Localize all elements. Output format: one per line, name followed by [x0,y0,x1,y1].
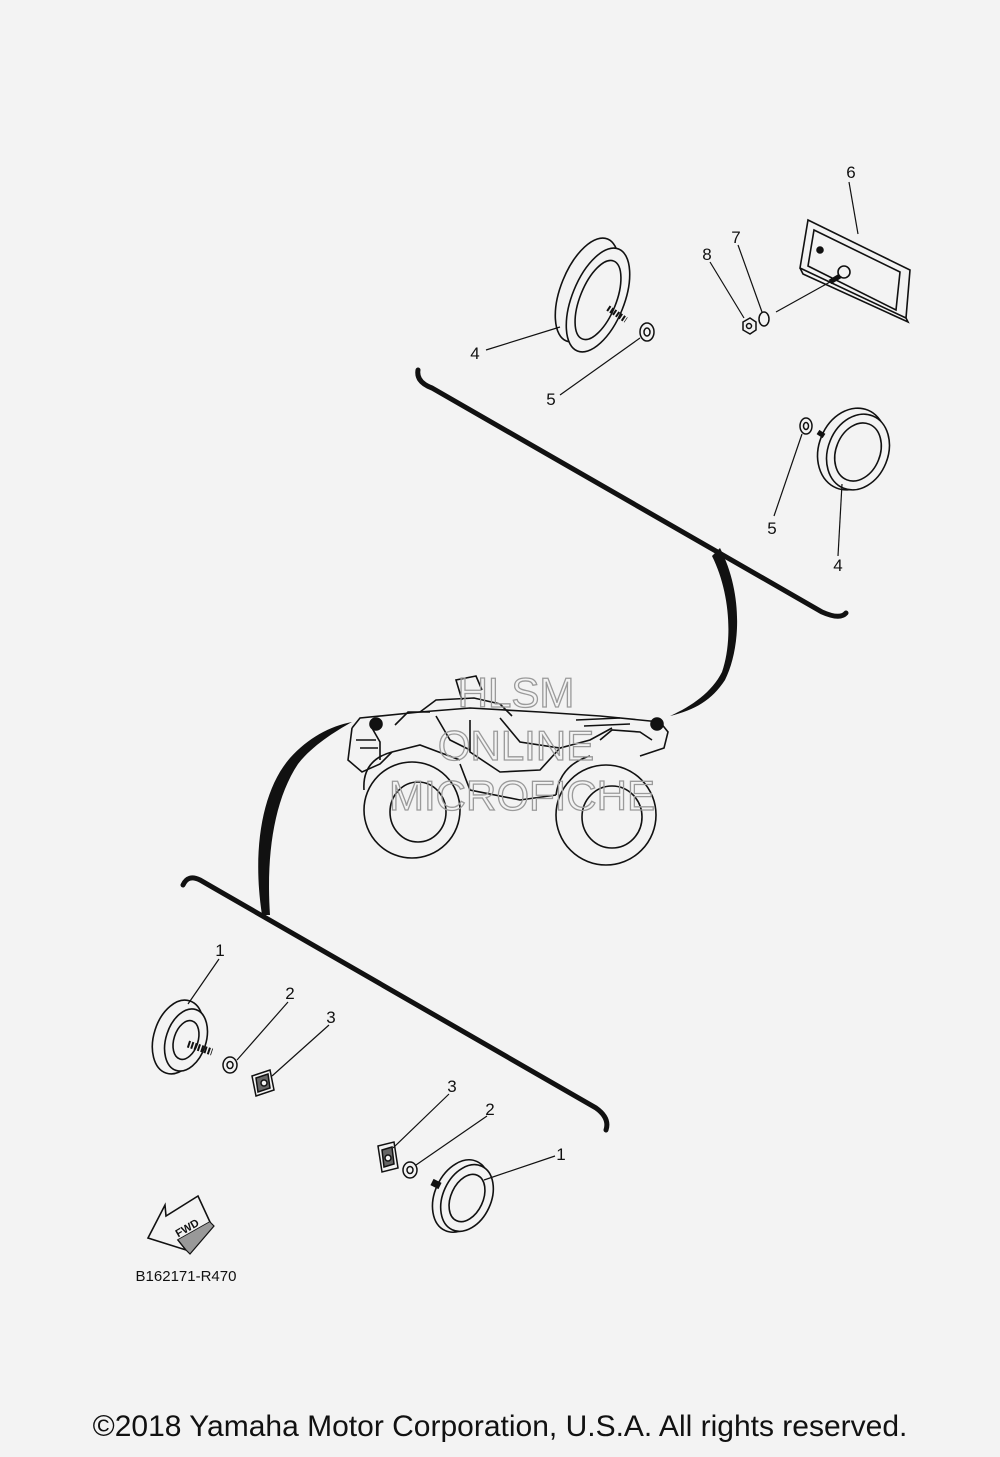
callout-rear-washer-right: 5 [767,519,776,538]
callout-front-washer-right: 2 [485,1100,494,1119]
callout-plate-nut: 8 [702,245,711,264]
front-clip-right [377,1141,399,1173]
front-reflector-left [151,999,214,1075]
callout-front-washer-left: 2 [285,984,294,1003]
callout-rear-reflector-left: 4 [470,344,479,363]
rear-reflector-right [816,407,891,491]
rear-washer-left [639,322,655,342]
diagram-code: B162171-R470 [136,1268,237,1285]
callout-rear-washer-left: 5 [546,390,555,409]
front-reflector-right [430,1159,495,1233]
svg-text:MICROFICHE: MICROFICHE [389,772,655,819]
rear-group-bracket [415,367,849,619]
callout-front-reflector-left: 1 [215,941,224,960]
atv-illustration [347,675,669,866]
rear-washer-right [799,417,813,435]
front-group-bracket [180,875,610,1133]
svg-text:ONLINE: ONLINE [438,722,594,769]
front-washer-left [222,1056,238,1074]
leader-lines [187,181,859,1181]
front-washer-right [402,1161,418,1179]
callout-rear-reflector-right: 4 [833,556,842,575]
callout-front-reflector-right: 1 [556,1145,565,1164]
callout-plate-reflector: 6 [846,163,855,182]
fwd-arrow-icon: FWD [146,1194,215,1255]
plate-washer [758,311,770,327]
callout-front-clip-left: 3 [326,1008,335,1027]
rear-reflector-left [554,237,631,353]
watermark: HLSM ONLINE MICROFICHE [388,668,655,819]
front-clip-left [251,1069,275,1097]
callout-front-clip-right: 3 [447,1077,456,1096]
plate-nut [742,317,757,335]
callout-plate-washer: 7 [731,228,740,247]
rear-connector-swoosh [670,548,738,716]
front-connector-swoosh [258,722,352,915]
svg-text:HLSM: HLSM [458,669,575,716]
plate-reflector [799,218,911,324]
copyright-notice: ©2018 Yamaha Motor Corporation, U.S.A. A… [92,1410,908,1443]
